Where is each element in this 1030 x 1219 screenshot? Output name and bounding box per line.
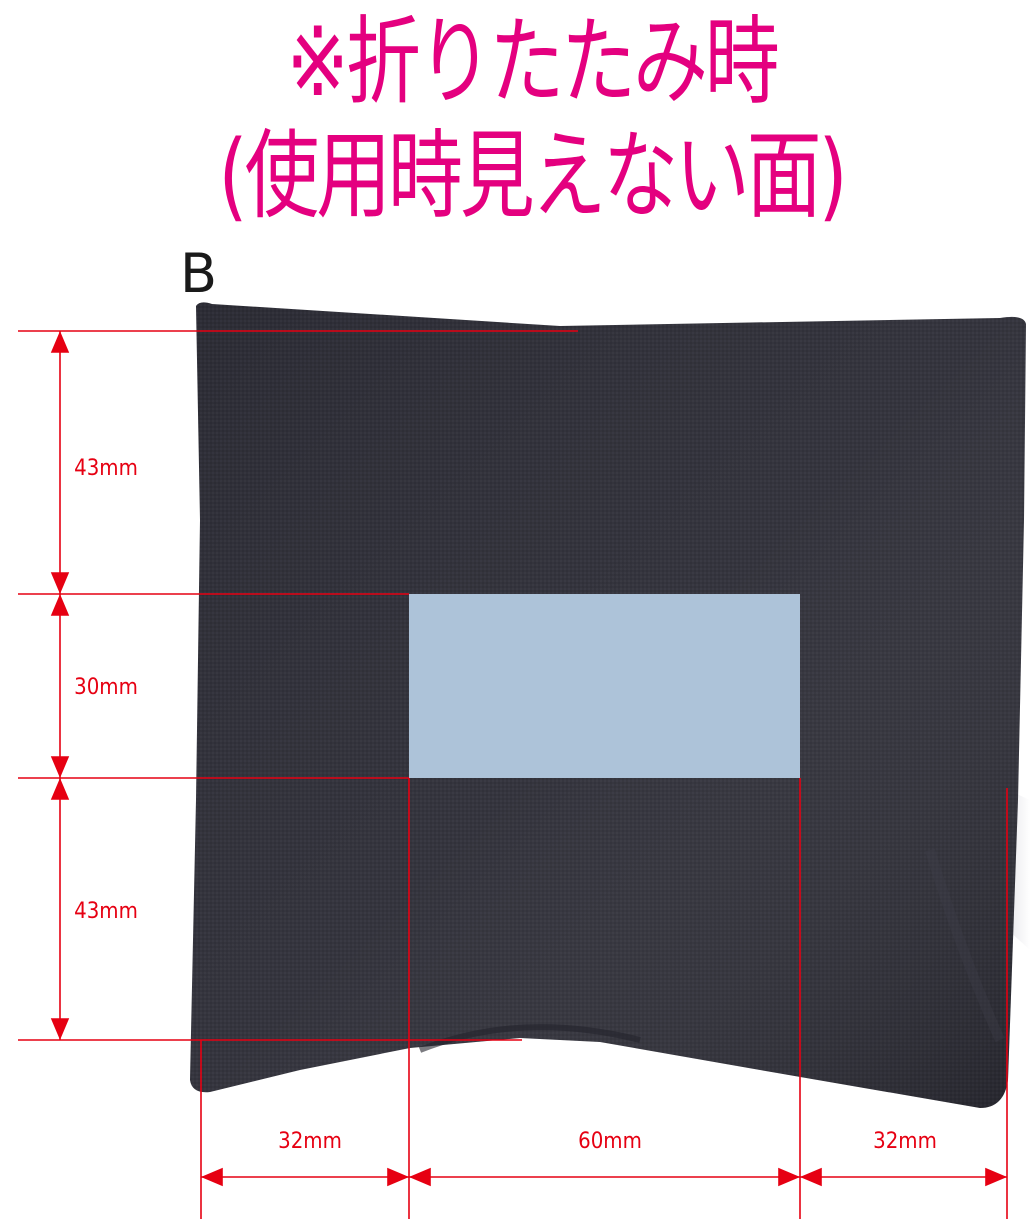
- title-line-2: (使用時見えない面): [218, 120, 847, 232]
- dimension-label-bottom: 43mm: [74, 899, 138, 924]
- fold-crease: [418, 1024, 641, 1053]
- arrow-head: [50, 593, 70, 616]
- dimension-label-middle: 30mm: [74, 675, 138, 700]
- arrow-head: [778, 1167, 801, 1187]
- arrow-head: [200, 1167, 223, 1187]
- panel-label: B: [180, 242, 218, 305]
- title-line-1: ※折りたたみ時: [286, 6, 779, 118]
- dimension-label-top: 43mm: [74, 456, 138, 481]
- arrow-head: [799, 1167, 822, 1187]
- arrow-head: [50, 572, 70, 595]
- arrow-head: [408, 1167, 431, 1187]
- arrow-head: [50, 777, 70, 800]
- dimension-label-right: 32mm: [873, 1129, 937, 1154]
- arrow-head: [985, 1167, 1008, 1187]
- dimension-label-center: 60mm: [578, 1129, 642, 1154]
- arrow-head: [50, 1018, 70, 1041]
- arrow-head: [50, 756, 70, 779]
- dimension-label-left: 32mm: [278, 1129, 342, 1154]
- arrow-head: [50, 330, 70, 353]
- fold-crease: [925, 848, 1005, 1043]
- arrow-head: [387, 1167, 410, 1187]
- print-area: [409, 594, 800, 778]
